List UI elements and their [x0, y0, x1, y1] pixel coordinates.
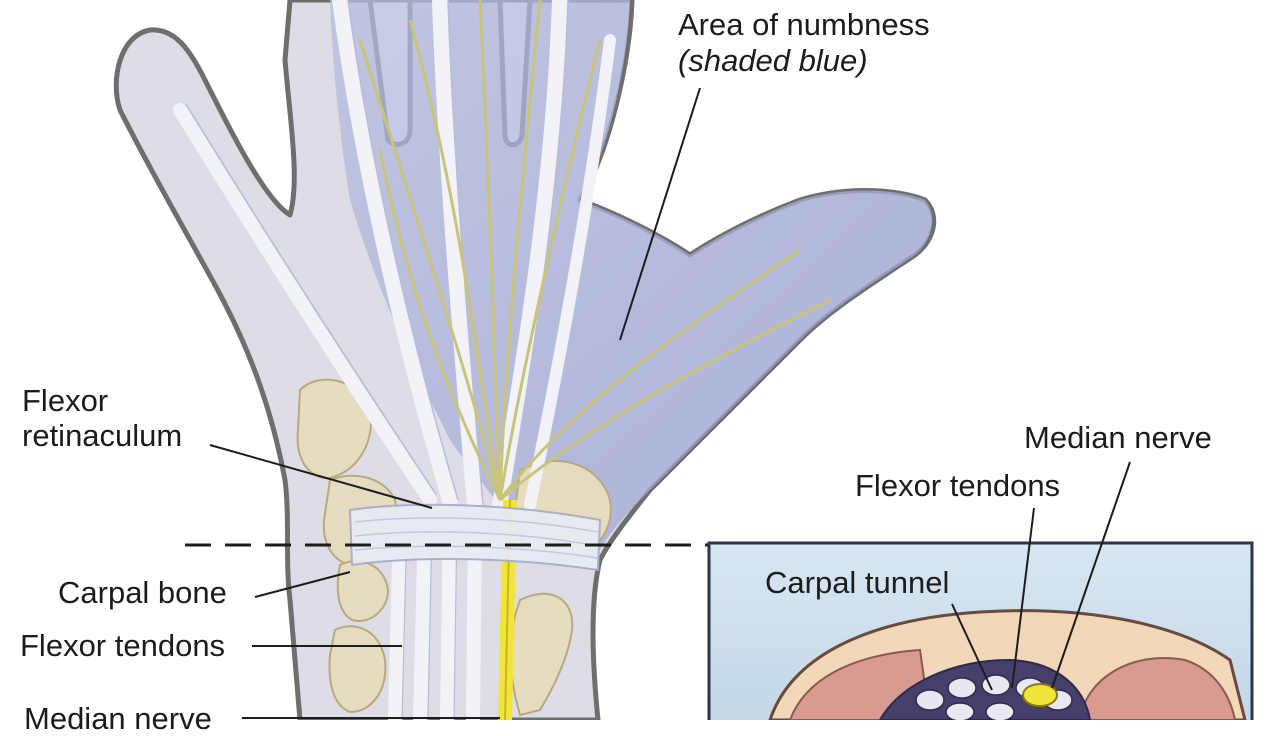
label-shaded-blue: (shaded blue) [678, 44, 868, 78]
label-median-nerve: Median nerve [24, 702, 212, 736]
label-flexor-retinaculum-line1: Flexor [22, 384, 108, 418]
label-flexor-tendons: Flexor tendons [20, 629, 225, 663]
label-median-nerve-inset: Median nerve [1024, 421, 1212, 455]
label-flexor-tendons-inset: Flexor tendons [855, 469, 1060, 503]
label-flexor-retinaculum-line2: retinaculum [22, 419, 182, 453]
label-area-of-numbness: Area of numbness [678, 8, 930, 42]
carpal-tunnel-illustration [0, 0, 1280, 720]
flexor-retinaculum [350, 505, 600, 570]
label-carpal-tunnel: Carpal tunnel [765, 566, 949, 600]
label-carpal-bone: Carpal bone [58, 576, 227, 610]
